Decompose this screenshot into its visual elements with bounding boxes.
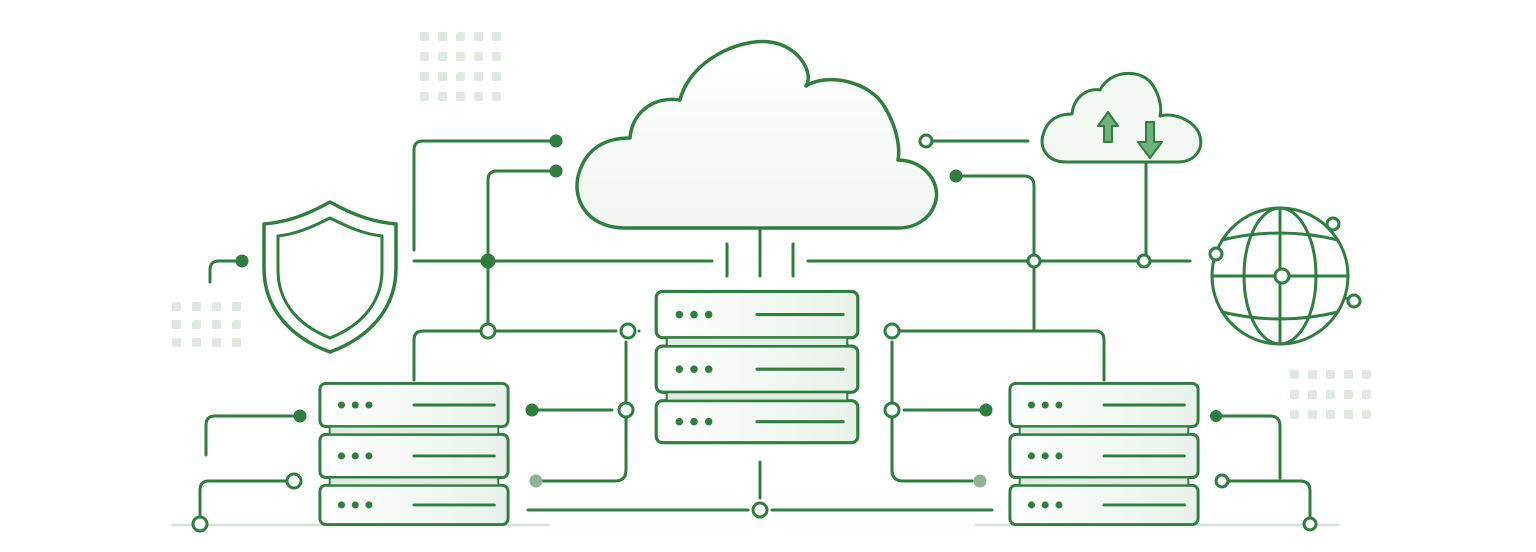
dot-grid-top-left [420,32,501,101]
server-rack-center [654,289,860,445]
server-rack-right [1008,381,1200,527]
globe-icon [1208,206,1362,346]
server-rack-left [318,381,510,527]
dot-grid-left [172,302,241,347]
cloud-icon [575,39,939,230]
download-arrow-icon [1137,121,1163,159]
shield-icon [262,200,398,354]
upload-arrow-icon [1097,111,1119,143]
dot-grid-right [1290,370,1371,419]
connection-lines [198,139,1354,520]
cloud-upload-download-icon [1040,71,1203,164]
